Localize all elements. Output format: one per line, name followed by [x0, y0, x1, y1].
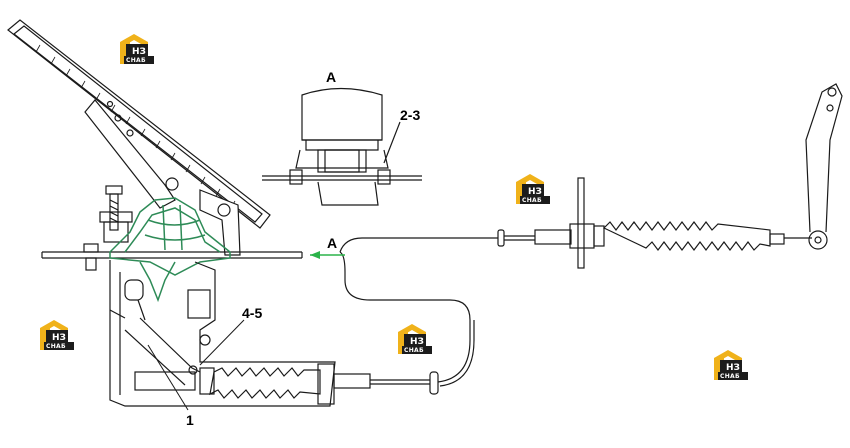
watermark-sub: СНАБ	[720, 373, 740, 380]
pedal-lower-housing	[109, 260, 336, 407]
view-arrow-label: A	[327, 235, 337, 251]
accelerator-pedal	[7, 19, 271, 256]
watermark-logo: НЗ СНАБ	[398, 324, 432, 354]
watermark-name: НЗ	[132, 47, 146, 57]
watermark-name: НЗ	[528, 187, 542, 197]
watermark-name: НЗ	[726, 363, 740, 373]
pedal-boot-highlight	[109, 197, 231, 303]
callout-2-3: 2-3	[400, 107, 420, 123]
watermark-sub: СНАБ	[126, 57, 146, 64]
watermark-sub: СНАБ	[522, 197, 542, 204]
lower-throttle-cable	[134, 251, 475, 405]
watermark-sub: СНАБ	[46, 343, 66, 350]
watermark-name: НЗ	[52, 333, 66, 343]
watermark-logo: НЗ СНАБ	[516, 174, 550, 204]
callout-1: 1	[186, 412, 194, 428]
watermark-name: НЗ	[410, 337, 424, 347]
callout-4-5: 4-5	[242, 305, 262, 321]
view-direction-arrow: A	[310, 235, 345, 259]
watermark-logo: НЗ СНАБ	[120, 34, 154, 64]
floor-plate	[41, 243, 303, 271]
watermark-logo: НЗ СНАБ	[714, 350, 748, 380]
watermark-logo: НЗ СНАБ	[40, 320, 74, 350]
engine-throttle-cable	[339, 83, 843, 269]
view-a-detail	[262, 87, 422, 206]
view-a-title: A	[326, 69, 336, 85]
watermark-sub: СНАБ	[404, 347, 424, 354]
